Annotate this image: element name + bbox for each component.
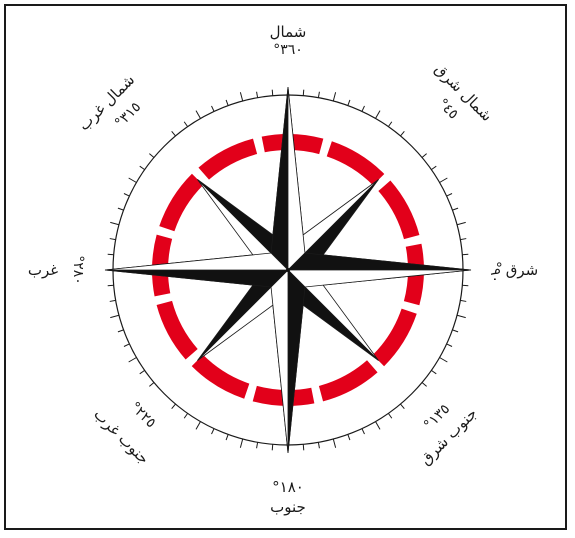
west-degree: °٢٨٠ — [70, 255, 86, 285]
degree-tick — [400, 404, 404, 409]
east-label: شرق — [506, 261, 538, 279]
degree-tick — [196, 422, 201, 430]
northeast-degree: °٤٥ — [434, 96, 461, 123]
star-point-light — [288, 87, 305, 270]
degree-tick — [129, 178, 137, 183]
compass-star — [105, 87, 471, 453]
degree-tick — [348, 100, 350, 106]
star-point-dark — [288, 253, 471, 270]
star-point-light — [288, 270, 471, 287]
degree-tick — [462, 285, 468, 286]
degree-tick — [257, 442, 258, 448]
degree-tick — [110, 315, 119, 317]
south-label: جنوب — [270, 498, 306, 516]
north-label: شمال — [270, 23, 307, 41]
degree-tick — [440, 178, 448, 183]
degree-tick — [318, 92, 319, 98]
degree-tick — [362, 429, 365, 434]
degree-tick — [110, 239, 116, 240]
degree-tick — [108, 254, 114, 255]
degree-tick — [460, 300, 466, 301]
degree-tick — [212, 429, 215, 434]
degree-tick — [184, 122, 187, 127]
degree-tick — [333, 439, 335, 448]
star-point-dark — [271, 87, 288, 270]
degree-tick — [388, 122, 391, 127]
degree-tick — [108, 285, 114, 286]
degree-tick — [212, 106, 215, 111]
southwest-degree: °٢٢٥ — [127, 399, 159, 431]
degree-tick — [452, 208, 458, 210]
degree-tick — [110, 300, 116, 301]
degree-tick — [272, 90, 273, 96]
degree-tick — [257, 92, 258, 98]
south-degree: °١٨٠ — [272, 478, 304, 496]
degree-tick — [431, 166, 436, 169]
center-dot — [286, 268, 290, 272]
star-point-dark — [288, 270, 305, 453]
degree-tick — [318, 442, 319, 448]
degree-tick — [376, 111, 381, 119]
degree-tick — [452, 330, 458, 332]
star-point-light — [105, 253, 288, 270]
degree-tick — [124, 344, 129, 347]
degree-tick — [129, 358, 137, 363]
degree-tick — [431, 370, 436, 373]
degree-tick — [362, 106, 365, 111]
degree-tick — [303, 90, 304, 96]
degree-tick — [422, 382, 427, 386]
degree-tick — [388, 413, 391, 418]
degree-tick — [140, 370, 145, 373]
degree-tick — [140, 166, 145, 169]
degree-tick — [172, 404, 176, 409]
degree-tick — [118, 208, 124, 210]
degree-tick — [348, 434, 350, 440]
degree-tick — [240, 439, 242, 448]
degree-tick — [196, 111, 201, 119]
degree-tick — [440, 358, 448, 363]
degree-tick — [118, 330, 124, 332]
star-point-dark — [105, 270, 288, 287]
degree-tick — [422, 154, 427, 158]
degree-tick — [149, 382, 154, 386]
degree-tick — [460, 239, 466, 240]
east-degree: °٩٠ — [487, 261, 503, 283]
degree-tick — [303, 444, 304, 450]
degree-tick — [110, 222, 119, 224]
degree-tick — [240, 92, 242, 101]
degree-tick — [226, 100, 228, 106]
degree-tick — [376, 422, 381, 430]
degree-tick — [447, 344, 452, 347]
north-degree: °٣٦٠ — [273, 42, 303, 58]
degree-tick — [457, 222, 466, 224]
west-label: غرب — [28, 261, 58, 279]
degree-tick — [172, 131, 176, 136]
degree-tick — [184, 413, 187, 418]
degree-tick — [400, 131, 404, 136]
degree-tick — [272, 444, 273, 450]
northeast-label: شمال شرق — [431, 60, 496, 125]
star-point-light — [271, 270, 288, 453]
degree-tick — [462, 254, 468, 255]
degree-tick — [226, 434, 228, 440]
degree-tick — [457, 315, 466, 317]
degree-tick — [333, 92, 335, 101]
degree-tick — [149, 154, 154, 158]
degree-tick — [124, 194, 129, 197]
degree-tick — [447, 194, 452, 197]
